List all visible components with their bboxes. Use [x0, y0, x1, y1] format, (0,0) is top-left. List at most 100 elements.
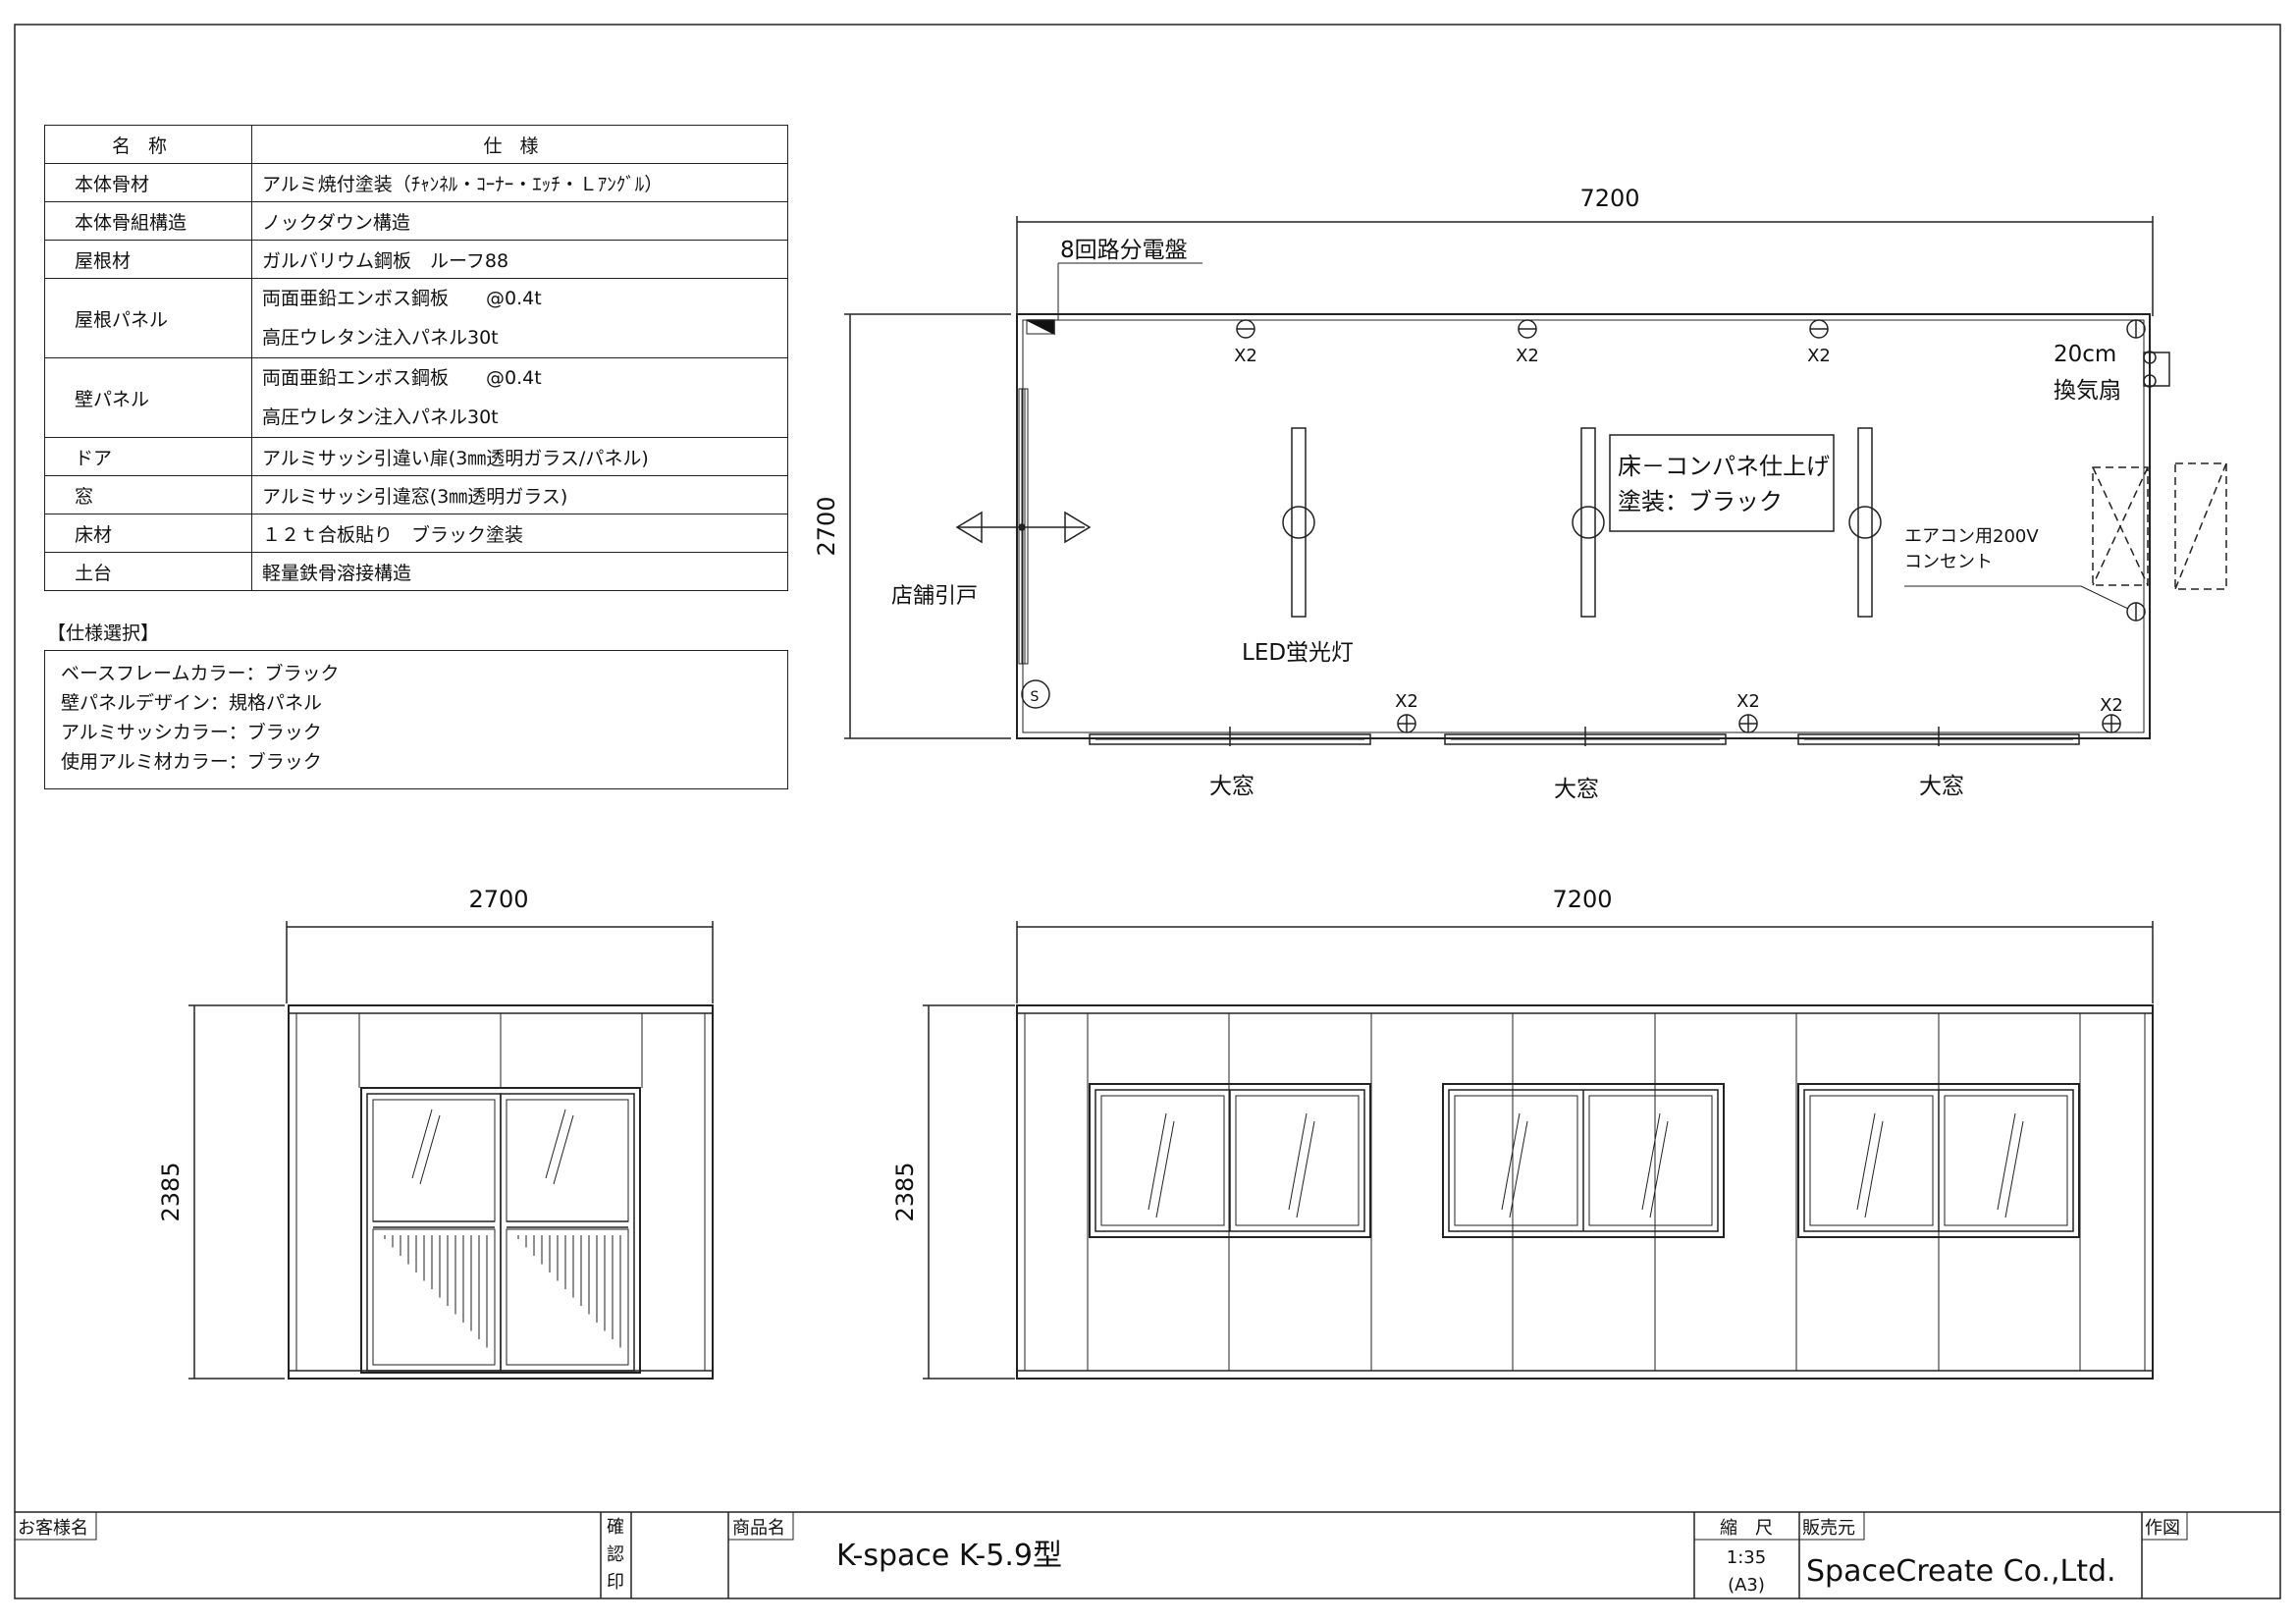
led-light-3 — [1848, 427, 1882, 618]
outlet-bottom-1 — [1397, 714, 1416, 733]
led-light-1 — [1282, 427, 1315, 618]
side-width-dim: 7200 — [1552, 886, 1612, 913]
outlet-bottom-2 — [1738, 714, 1758, 733]
spec-row-value: １２ｔ合板貼り ブラック塗装 — [251, 514, 788, 553]
spec-row-name: 床材 — [44, 514, 252, 553]
outlet-top-3 — [1809, 319, 1829, 339]
seller-label: 販売元 — [1802, 1518, 1855, 1539]
led-light-label: LED蛍光灯 — [1242, 640, 1354, 666]
elevation-window — [1442, 1083, 1725, 1238]
front-elevation — [188, 921, 714, 1380]
product-label: 商品名 — [732, 1518, 785, 1539]
spec-row: 本体骨組構造ノックダウン構造 — [44, 201, 788, 241]
plan-width-dim: 7200 — [1579, 185, 1639, 212]
spec-row-value: ノックダウン構造 — [251, 201, 788, 241]
spec-row-value: アルミサッシ引違窓(3㎜透明ガラス) — [251, 475, 788, 514]
drawn-label: 作図 — [2145, 1518, 2180, 1539]
spec-row: 窓アルミサッシ引違窓(3㎜透明ガラス) — [44, 475, 788, 514]
outlet-right-top — [2126, 319, 2146, 339]
outlet-ac — [2126, 602, 2146, 622]
plan-window-3 — [1797, 727, 2080, 746]
scale-label: 縮 尺 — [1720, 1518, 1773, 1539]
option-item: アルミサッシカラー：ブラック — [61, 722, 322, 743]
confirm-label-1: 確 — [607, 1517, 624, 1538]
side-height-dim: 2385 — [891, 1162, 919, 1221]
spec-row-value: 両面亜鉛エンボス鋼板 @0.4t 高圧ウレタン注入パネル30t — [251, 278, 788, 358]
distribution-board-icon — [1026, 319, 1055, 336]
spec-row-name: 壁パネル — [44, 357, 252, 438]
spec-row-value: 両面亜鉛エンボス鋼板 @0.4t 高圧ウレタン注入パネル30t — [251, 357, 788, 438]
window-label-3: 大窓 — [1919, 774, 1964, 799]
spec-row: 屋根パネル両面亜鉛エンボス鋼板 @0.4t 高圧ウレタン注入パネル30t — [44, 278, 788, 358]
spec-row-name: ドア — [44, 437, 252, 476]
ventilation-fan-icon — [2143, 351, 2170, 388]
led-light-2 — [1572, 427, 1605, 618]
ac-outlet-label-1: エアコン用200V — [1904, 526, 2039, 547]
spec-header-spec: 仕様 — [251, 125, 788, 164]
product-name: K-space K-5.9型 — [836, 1539, 1062, 1573]
spec-row-value: アルミサッシ引違い扉(3㎜透明ガラス/パネル) — [251, 437, 788, 476]
customer-label: お客様名 — [18, 1518, 88, 1539]
spec-row: ドアアルミサッシ引違い扉(3㎜透明ガラス/パネル) — [44, 437, 788, 476]
plan-window-1 — [1089, 727, 1371, 746]
title-block — [14, 1511, 2280, 1598]
floor-plan — [844, 216, 2227, 746]
sheet-border — [14, 24, 2281, 1599]
plan-depth-dim: 2700 — [813, 496, 840, 556]
seller-name: SpaceCreate Co.,Ltd. — [1806, 1554, 2116, 1589]
outlet-mult-top-3: X2 — [1807, 346, 1831, 366]
option-item: ベースフレームカラー：ブラック — [61, 663, 340, 684]
spec-row-value: アルミ焼付塗装（ﾁｬﾝﾈﾙ・ｺｰﾅｰ・ｴｯﾁ・Ｌｱﾝｸﾞﾙ） — [251, 163, 788, 202]
scale-value: 1:35 — [1727, 1547, 1766, 1568]
door-arrow-left-icon — [955, 511, 983, 544]
paper-size: (A3) — [1728, 1575, 1765, 1596]
spec-row-value-line: 両面亜鉛エンボス鋼板 @0.4t — [262, 288, 542, 309]
spec-row: 壁パネル両面亜鉛エンボス鋼板 @0.4t 高圧ウレタン注入パネル30t — [44, 357, 788, 438]
option-item: 壁パネルデザイン：規格パネル — [61, 692, 323, 714]
floor-finish-label: 床－コンパネ仕上げ — [1618, 453, 1830, 480]
spec-row-value: 軽量鉄骨溶接構造 — [251, 552, 788, 591]
spec-row: 土台軽量鉄骨溶接構造 — [44, 552, 788, 591]
fan-label: 換気扇 — [2054, 378, 2121, 404]
door-arrow-right-icon — [1064, 511, 1092, 544]
spec-row-value-line: 両面亜鉛エンボス鋼板 @0.4t — [262, 367, 542, 389]
spec-row-value-line: 高圧ウレタン注入パネル30t — [262, 406, 499, 428]
spec-row: 屋根材ガルバリウム鋼板 ルーフ88 — [44, 240, 788, 279]
plan-window-2 — [1444, 727, 1727, 746]
ac-outdoor-unit — [2174, 462, 2227, 590]
outlet-bottom-3 — [2102, 714, 2121, 733]
front-width-dim: 2700 — [468, 886, 528, 913]
outlet-mult-bottom-3: X2 — [2100, 695, 2123, 716]
distribution-board-label: 8回路分電盤 — [1060, 238, 1188, 263]
side-elevation — [923, 921, 2154, 1380]
spec-header-name: 名称 — [44, 125, 252, 164]
elevation-window — [1797, 1083, 2080, 1238]
window-label-2: 大窓 — [1554, 777, 1599, 802]
outlet-mult-bottom-1: X2 — [1395, 691, 1418, 712]
outlet-mult-top-1: X2 — [1234, 346, 1257, 366]
switch-icon — [1021, 679, 1050, 709]
spec-row: 本体骨材アルミ焼付塗装（ﾁｬﾝﾈﾙ・ｺｰﾅｰ・ｴｯﾁ・Ｌｱﾝｸﾞﾙ） — [44, 163, 788, 202]
outlet-top-1 — [1236, 319, 1255, 339]
confirm-label-2: 認 — [607, 1544, 624, 1565]
spec-row-name: 屋根パネル — [44, 278, 252, 358]
elevation-window — [1089, 1083, 1371, 1238]
option-item: 使用アルミ材カラー：ブラック — [61, 751, 322, 773]
confirm-label-3: 印 — [607, 1572, 624, 1593]
spec-table: 名称 仕様 本体骨材アルミ焼付塗装（ﾁｬﾝﾈﾙ・ｺｰﾅｰ・ｴｯﾁ・Ｌｱﾝｸﾞﾙ）… — [44, 125, 788, 591]
front-height-dim: 2385 — [157, 1162, 185, 1221]
spec-row-value-line: 高圧ウレタン注入パネル30t — [262, 327, 499, 349]
spec-row-name: 屋根材 — [44, 240, 252, 279]
outlet-mult-bottom-2: X2 — [1736, 691, 1760, 712]
options-title: 【仕様選択】 — [47, 623, 160, 644]
floor-paint-label: 塗装：ブラック — [1618, 488, 1783, 515]
fan-size-label: 20cm — [2054, 342, 2116, 367]
ac-indoor-unit — [2092, 466, 2149, 586]
door-label: 店舗引戸 — [891, 584, 978, 609]
spec-row-value: ガルバリウム鋼板 ルーフ88 — [251, 240, 788, 279]
options-box: ベースフレームカラー：ブラック壁パネルデザイン：規格パネルアルミサッシカラー：ブ… — [44, 650, 788, 789]
window-label-1: 大窓 — [1209, 774, 1255, 799]
spec-row-name: 土台 — [44, 552, 252, 591]
